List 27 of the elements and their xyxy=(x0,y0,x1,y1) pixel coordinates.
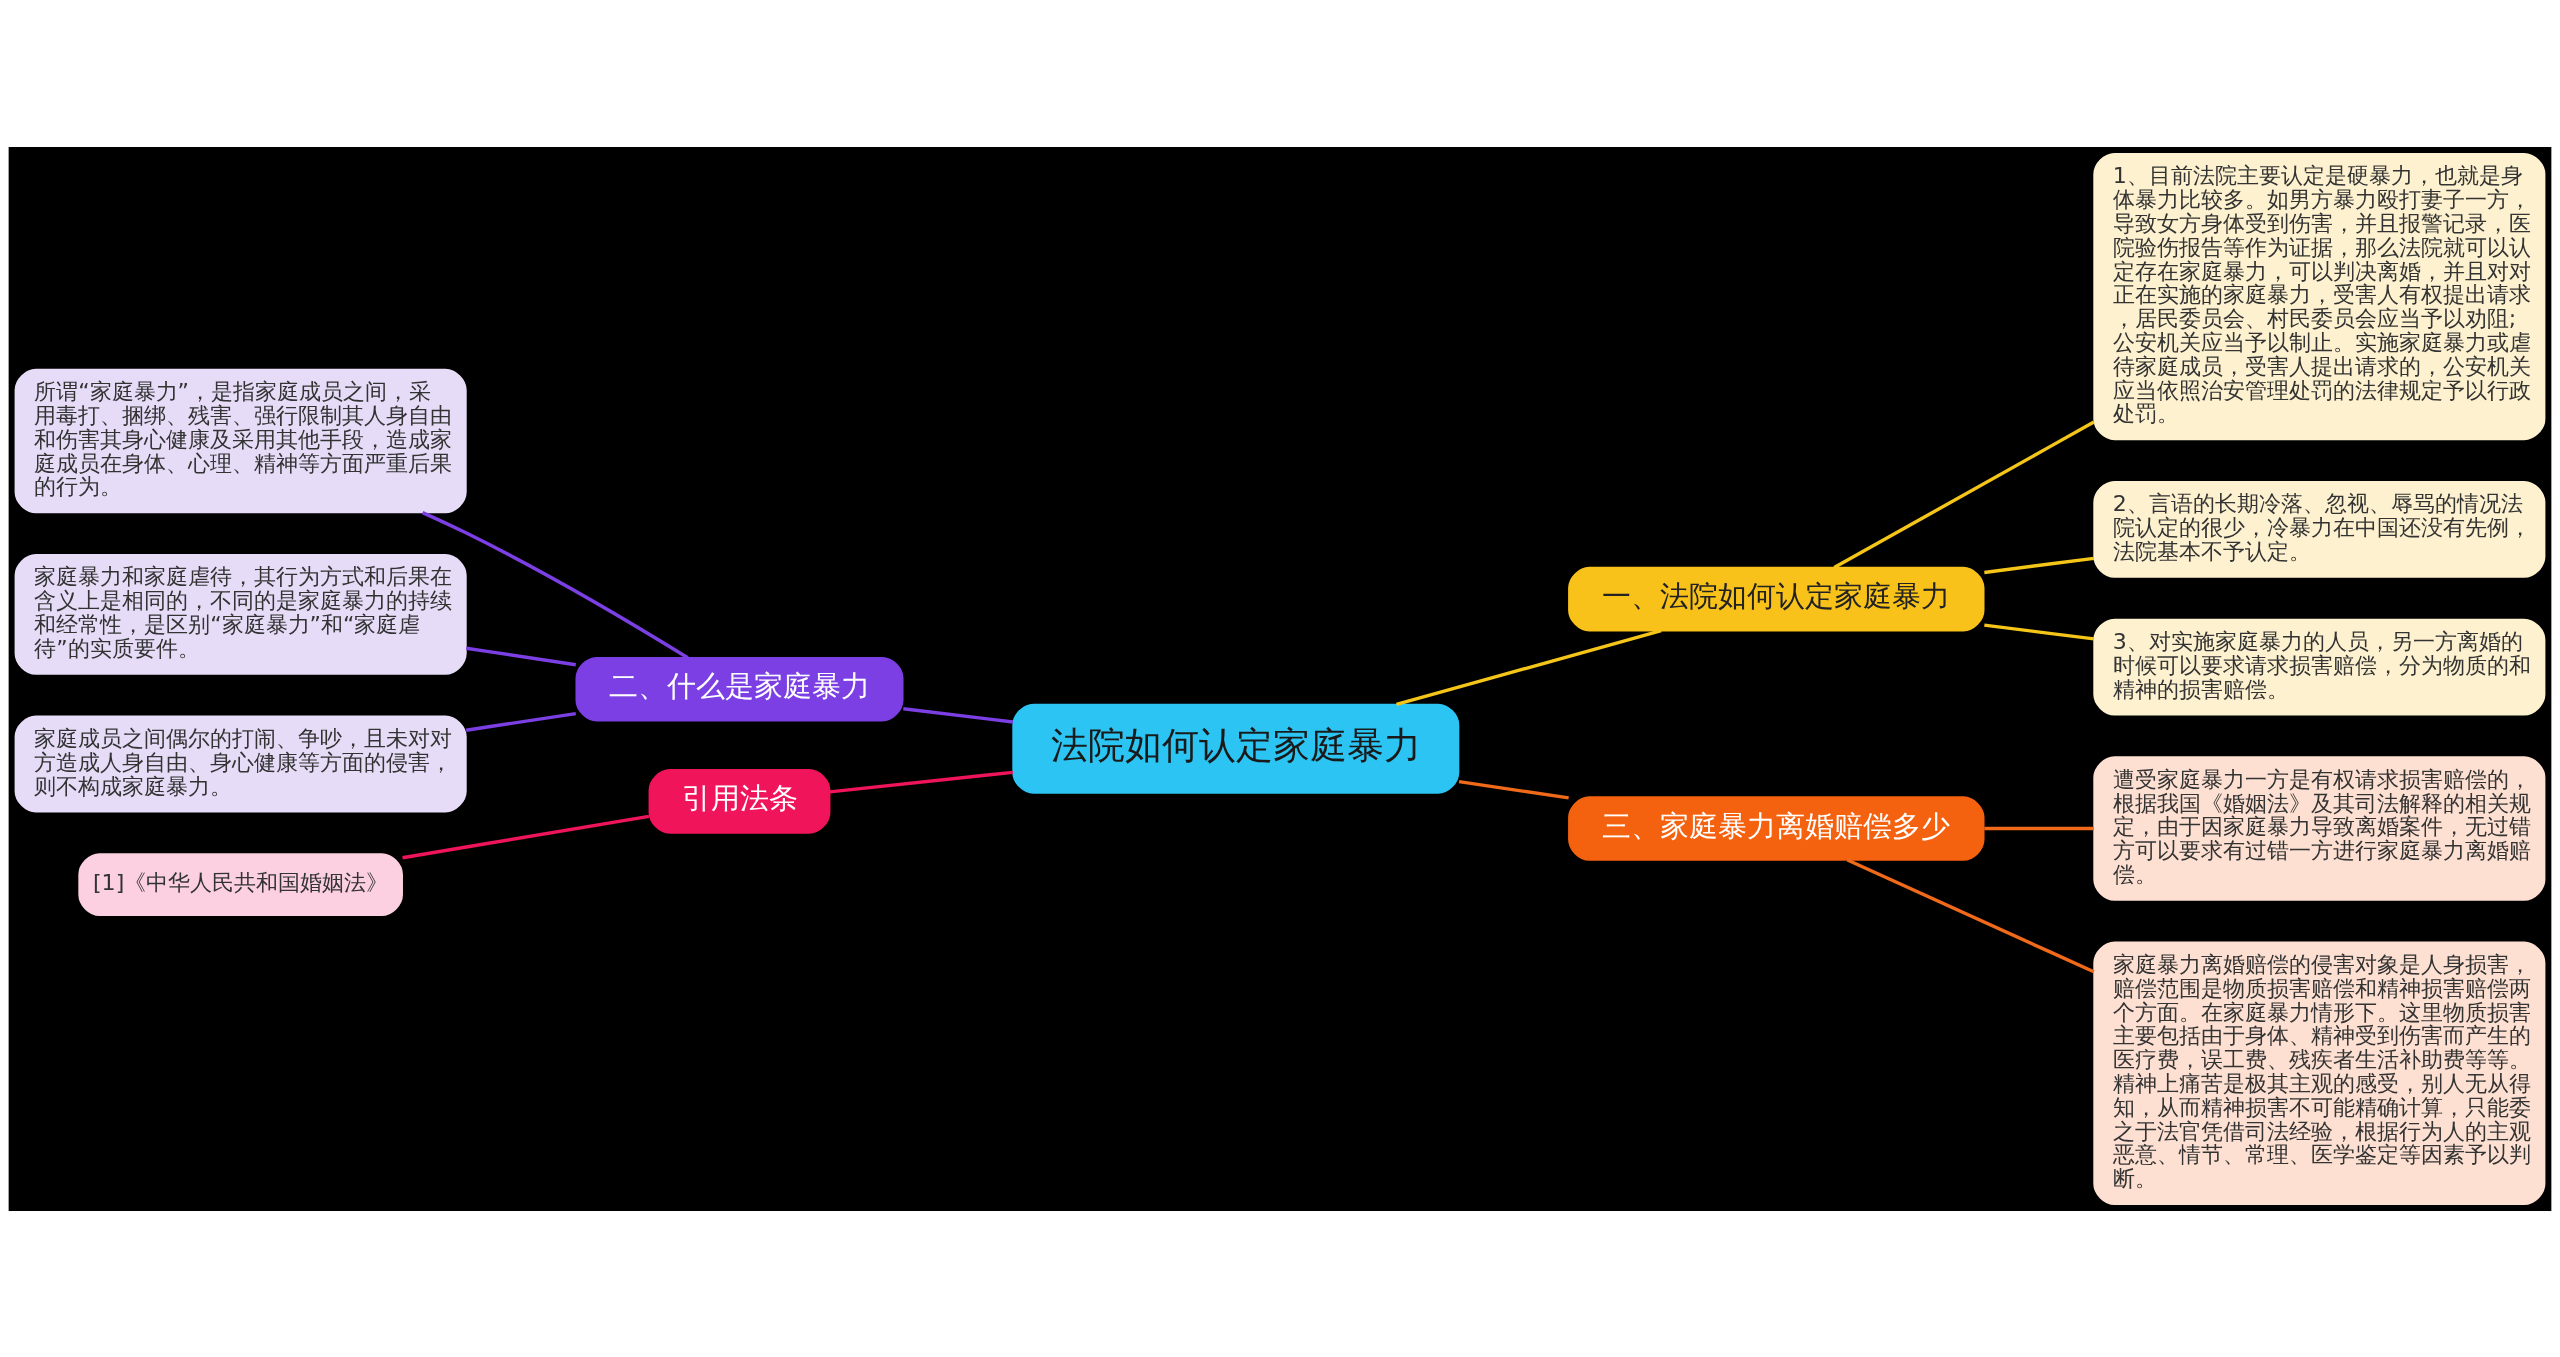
connector xyxy=(1984,622,2095,641)
node-box: [1]《中华人民共和国婚姻法》 xyxy=(78,852,403,916)
node-box: 1、目前法院主要认定是硬暴力，也就是身体暴力比较多。如男方暴力殴打妻子一方，导致女方身体受到伤害，并且报警记录，医院验伤报告等作为证据，那么法院就可以认定存在家庭暴力，可以判决离婚，并且对对正在实施的家庭暴力，受害人有权提出请求，居民委员会、村民委员会应当予以劝阻;公安机关应当予以制止。实施家庭暴力或虐待家庭成员，受害人提出请求的，公安机关应当依照治安管理处罚的法律规定予以行政处罚。 xyxy=(2093,152,2546,440)
connector xyxy=(402,814,650,859)
node-box: 所谓“家庭暴力”，是指家庭成员之间，采用毒打、捆绑、残害、强行限制其人身自由和伤害其身心健康及采用其他手段，造成家庭成员在身体、心理、精神等方面严重后果的行为。 xyxy=(14,368,467,513)
node-box: 家庭暴力和家庭虐待，其行为方式和后果在含义上是相同的，不同的是家庭暴力的持续和经常性，是区别“家庭暴力”和“家庭虐待”的实质要件。 xyxy=(14,553,467,675)
node-box: 3、对实施家庭暴力的人员，另一方离婚的时候可以要求请求损害赔偿，分为物质的和精神的损害赔偿。 xyxy=(2093,618,2546,716)
connector xyxy=(903,706,1014,724)
connector xyxy=(1833,420,2095,569)
connector xyxy=(1458,779,1569,800)
node-box: 家庭暴力离婚赔偿的侵害对象是人身损害，赔偿范围是物质损害赔偿和精神损害赔偿两个方面。在家庭暴力情形下。这里物质损害主要包括由于身体、精神受到伤害而产生的医疗费，误工费、残疾者生活补助费等等。精神上痛苦是极其主观的感受，别人无从得知，从而精神损害不可能精确计算，只能委之于法官凭借司法经验，根据行为人的主观恶意、情节、常理、医学鉴定等因素予以判断。 xyxy=(2093,941,2546,1205)
node-box: 2、言语的长期冷落、忽视、辱骂的情况法院认定的很少，冷暴力在中国还没有先例，法院基本不予认定。 xyxy=(2093,480,2546,578)
connector xyxy=(421,510,689,659)
connector xyxy=(465,711,576,732)
node-box: 一、法院如何认定家庭暴力 xyxy=(1568,566,1985,631)
connector xyxy=(1984,826,2094,830)
connector xyxy=(465,646,577,666)
connector xyxy=(829,770,1013,794)
node-box: 引用法条 xyxy=(648,768,831,834)
node-box: 三、家庭暴力离婚赔偿多少 xyxy=(1568,795,1985,861)
node-box: 遭受家庭暴力一方是有权请求损害赔偿的，根据我国《婚姻法》及其司法解释的相关规定，由于因家庭暴力导致离婚案件，无过错方可以要求有过错一方进行家庭暴力离婚赔偿。 xyxy=(2093,755,2546,901)
connector xyxy=(1984,556,2095,574)
connector xyxy=(1396,628,1662,706)
node-box: 家庭成员之间偶尔的打闹、争吵，且未对对方造成人身自由、身心健康等方面的侵害，则不构成家庭暴力。 xyxy=(14,715,467,812)
node-box: 二、什么是家庭暴力 xyxy=(575,656,904,721)
connector xyxy=(1846,858,2095,973)
node-box: 法院如何认定家庭暴力 xyxy=(1012,703,1460,794)
